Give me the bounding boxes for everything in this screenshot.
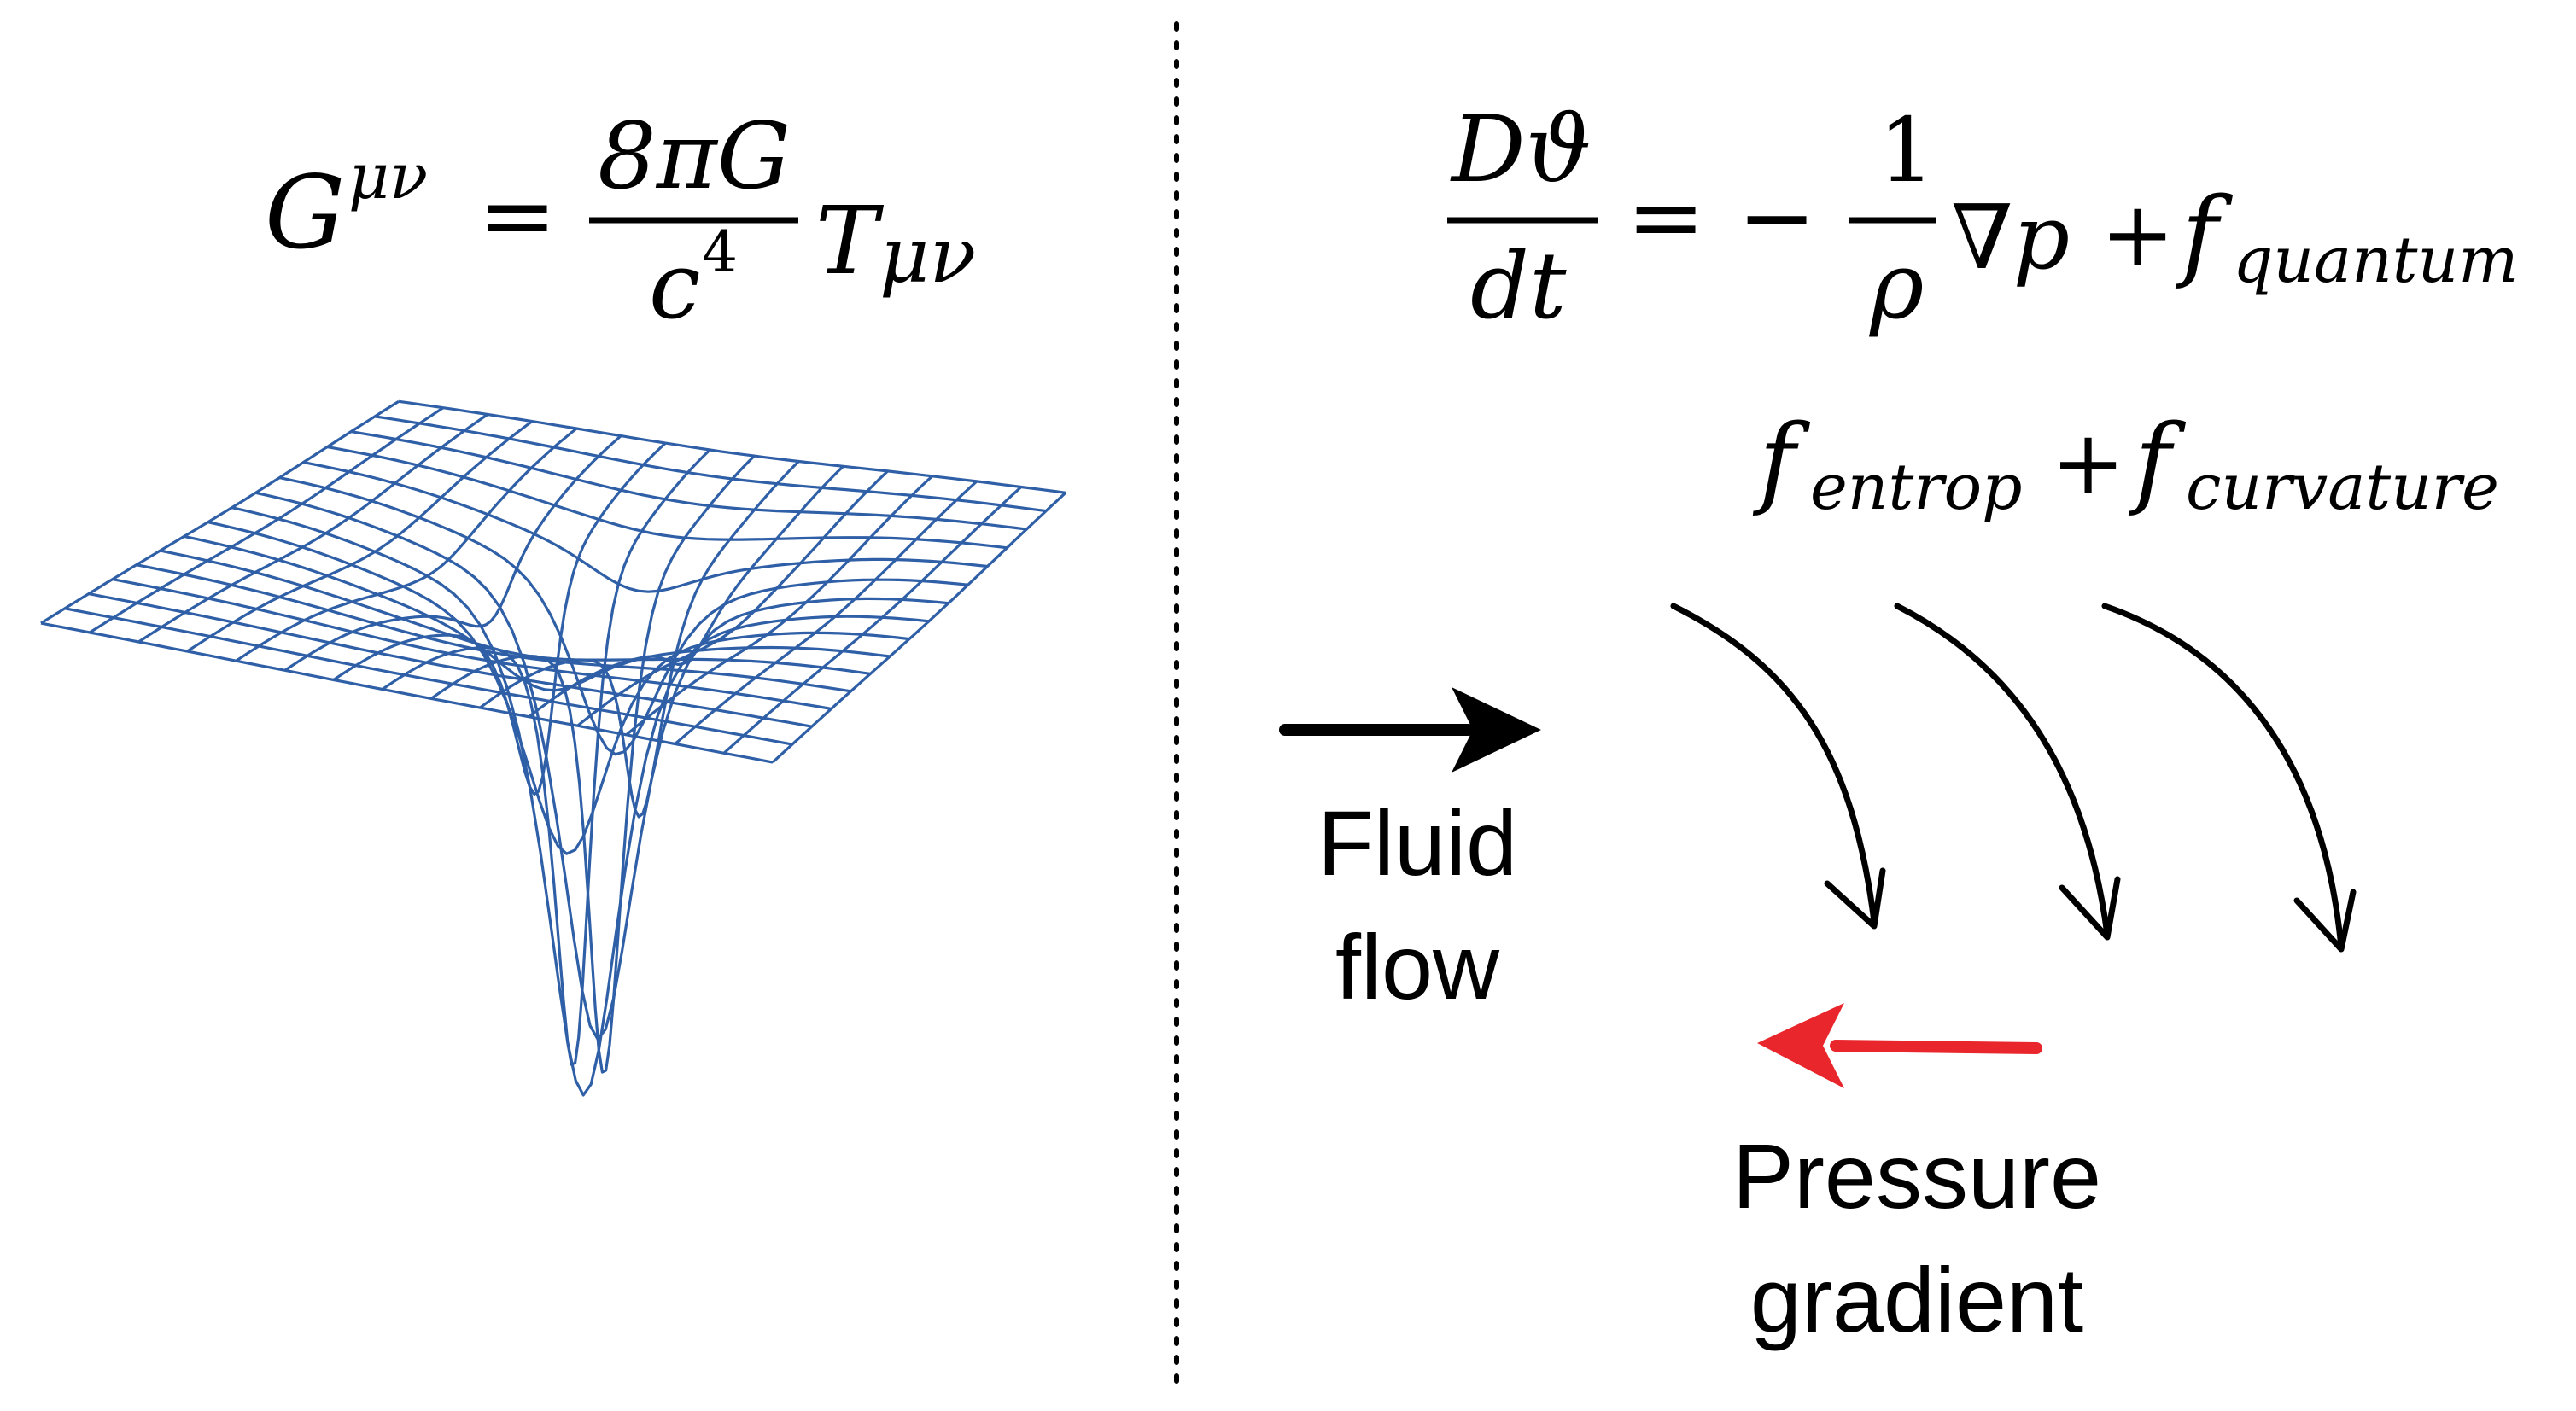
curved-arrow-1	[1670, 603, 1878, 925]
mesh-line	[430, 454, 756, 1074]
mesh-line	[89, 406, 444, 634]
pressure-gradient-arrow	[1757, 1003, 2042, 1088]
mesh-line	[137, 413, 489, 644]
fluid-flow-arrow	[1279, 687, 1541, 773]
eq2-minus: −	[1738, 162, 1816, 271]
eq2-f-curvature: f	[2128, 404, 2187, 519]
eq2-f-quantum: f	[2175, 177, 2234, 292]
curved-arrow-3-head	[2293, 889, 2357, 953]
mesh-line	[207, 521, 910, 855]
mesh-line	[279, 476, 968, 756]
einstein-equation: G μν = 8πG c 4 T μν	[265, 103, 976, 340]
mesh-line	[625, 475, 933, 737]
fluid-flow-label-line-1: Fluid	[1317, 791, 1517, 895]
mesh-line	[302, 461, 988, 593]
fluid-flow-label-line-2: flow	[1335, 915, 1500, 1018]
eq2-f-entrop: f	[1752, 404, 1811, 519]
eq2-plus-1: +	[2100, 182, 2175, 286]
mesh-line	[235, 427, 578, 662]
curved-arrows	[1670, 603, 2357, 953]
mesh-line	[40, 399, 400, 625]
eq-frac-denominator: c	[649, 233, 701, 340]
eq2-gradient-term: ∇p	[1951, 185, 2070, 289]
eq2-lhs-denominator: dt	[1470, 233, 1567, 340]
mesh-line	[326, 446, 1008, 550]
eq-G-superscript: μν	[348, 140, 428, 213]
mesh-line	[255, 491, 949, 1041]
mesh-line	[722, 486, 1022, 755]
mesh-line	[398, 399, 1066, 494]
mesh-line	[576, 469, 889, 727]
eq2-frac-denominator: ρ	[1869, 233, 1925, 340]
pressure-gradient-label-line-1: Pressure	[1732, 1124, 2101, 1227]
mesh-line	[184, 534, 891, 692]
eq2-frac-numerator: 1	[1878, 98, 1935, 202]
eq-frac-numerator: 8πG	[598, 103, 791, 210]
eq-equals: =	[478, 160, 557, 270]
mesh-line	[283, 434, 622, 672]
curved-arrow-3	[2101, 603, 2345, 951]
curved-arrow-1-head	[1824, 867, 1886, 930]
eq-T: T	[815, 186, 885, 295]
eq2-f-entrop-subscript: entrop	[1810, 451, 2023, 524]
mesh-line	[64, 607, 793, 746]
eq2-plus-2: +	[2051, 411, 2125, 515]
curved-arrow-2-head	[2059, 876, 2121, 941]
eq2-equals: =	[1627, 162, 1705, 271]
mesh-line	[350, 430, 1027, 531]
mesh-line	[674, 480, 978, 745]
mesh-line	[231, 506, 930, 1097]
mesh-line	[88, 592, 812, 728]
eq2-f-curvature-subscript: curvature	[2186, 451, 2499, 524]
spacetime-curvature-mesh	[40, 399, 1067, 1097]
fluid-equation: Dϑ dt = − 1 ρ ∇p + f quantum f entrop + …	[1447, 96, 2518, 524]
eq-frac-denominator-exponent: 4	[702, 219, 738, 285]
mesh-line	[771, 492, 1067, 764]
eq-T-subscript: μν	[879, 211, 976, 300]
mesh-line	[186, 420, 534, 653]
mesh-line	[112, 578, 832, 710]
mesh-line	[479, 460, 800, 819]
curved-arrow-2	[1894, 603, 2111, 938]
mesh-line	[374, 415, 1047, 513]
eq2-f-quantum-subscript: quantum	[2233, 224, 2518, 297]
mesh-line	[381, 448, 711, 1066]
eq2-lhs-numerator: Dϑ	[1450, 96, 1592, 203]
mesh-line	[332, 441, 667, 796]
eq-G: G	[265, 154, 345, 271]
pressure-gradient-label-line-2: gradient	[1750, 1248, 2083, 1351]
